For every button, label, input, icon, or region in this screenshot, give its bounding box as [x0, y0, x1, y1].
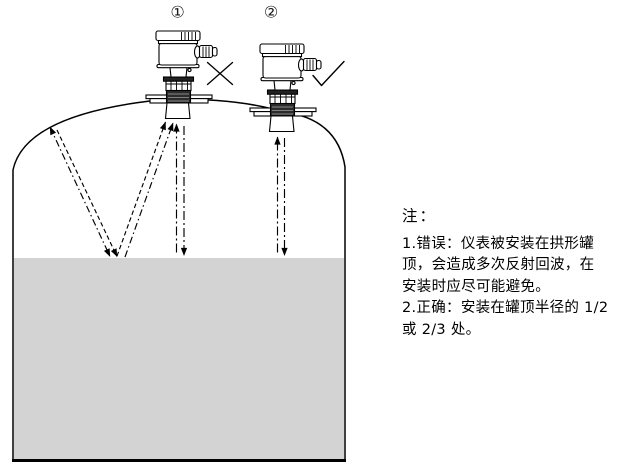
- note-line-4: 2.正确：安装在罐顶半径的 1/2: [402, 300, 609, 317]
- beam-dome-to-surface-1: [49, 126, 111, 257]
- notes-title: 注：: [402, 207, 438, 225]
- correct-mark-icon: [312, 60, 345, 87]
- sensor-2-label: ②: [264, 3, 278, 22]
- note-line-1: 1.错误：仪表被安装在拱形罐: [402, 235, 595, 252]
- beam-surface-to-sensor1-2: [124, 122, 174, 258]
- sensor-1-label: ①: [170, 3, 184, 22]
- beam-surface-to-sensor1-1: [116, 121, 167, 257]
- liquid-fill: [14, 258, 344, 459]
- wrong-mark-icon: [206, 61, 234, 86]
- sensor-1: [145, 30, 218, 120]
- beam-dome-to-surface-2: [56, 129, 118, 257]
- notes-block: 注： 1.错误：仪表被安装在拱形罐 顶，会造成多次反射回波，在 安装时应尽可能避…: [402, 206, 634, 342]
- note-line-3: 安装时应尽可能避免。: [402, 278, 550, 295]
- note-line-2: 顶，会造成多次反射回波，在: [402, 257, 595, 274]
- echo-beams: [49, 121, 288, 258]
- note-line-5: 或 2/3 处。: [402, 321, 481, 338]
